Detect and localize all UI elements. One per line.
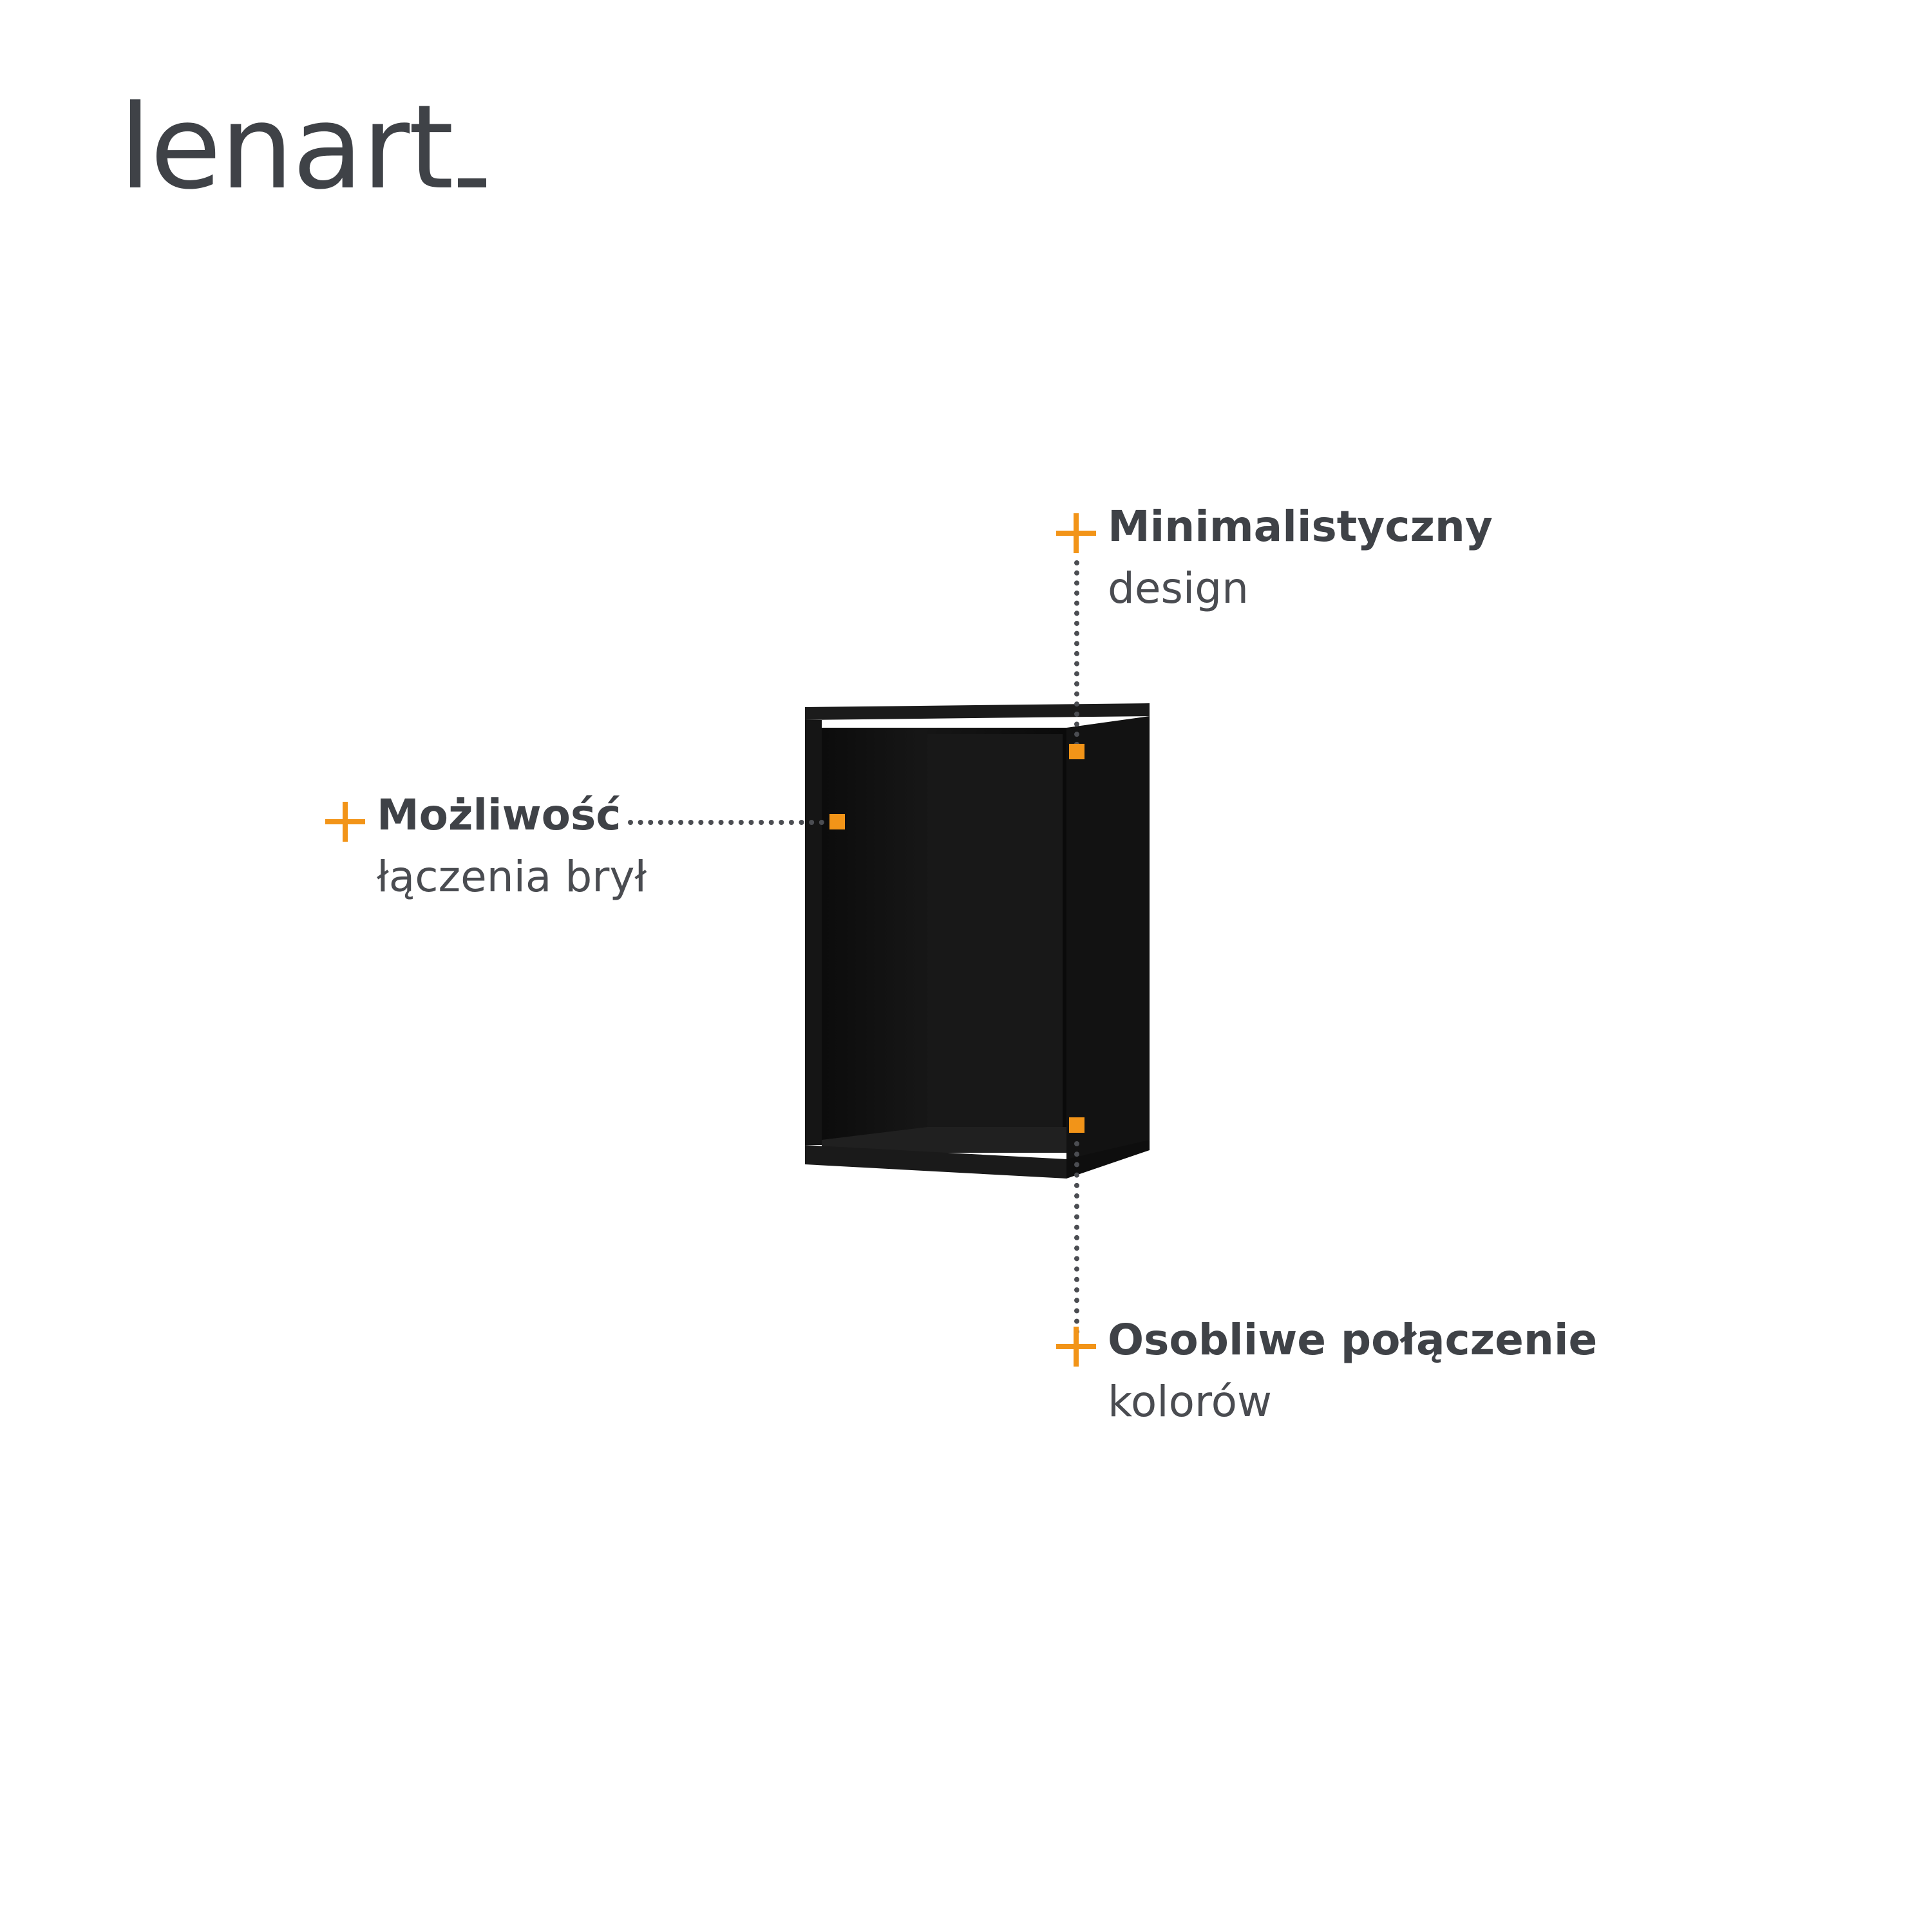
- cabinet-left-side: [805, 720, 822, 1145]
- leader-line: [1074, 1141, 1079, 1334]
- cabinet-bottom-edge: [1066, 1140, 1150, 1179]
- feature-combining: Możliwość łączenia brył: [377, 784, 647, 907]
- cabinet-illustration: [805, 703, 1150, 1179]
- feature-subtitle: design: [1108, 563, 1249, 613]
- brand-logo: lenart: [119, 90, 486, 206]
- cabinet-right-side: [1066, 716, 1150, 1179]
- leader-line: [628, 820, 824, 825]
- feature-title: Osobliwe połączenie: [1108, 1315, 1598, 1365]
- cabinet-back-panel: [927, 734, 1063, 1127]
- plus-icon: [325, 802, 365, 842]
- cabinet-bottom-panel: [805, 1145, 1066, 1179]
- logo-underscore: [457, 178, 486, 187]
- brand-logo-text: lenart: [119, 80, 454, 215]
- marker-square: [1069, 744, 1084, 759]
- marker-square: [1069, 1117, 1084, 1133]
- feature-title: Możliwość: [377, 790, 621, 840]
- feature-title: Minimalistyczny: [1108, 502, 1493, 551]
- marker-square: [829, 814, 845, 829]
- leader-line: [1074, 560, 1079, 747]
- feature-colors: Osobliwe połączenie kolorów: [1108, 1309, 1597, 1432]
- cabinet-top-panel: [805, 703, 1150, 720]
- feature-subtitle: kolorów: [1108, 1376, 1273, 1426]
- feature-subtitle: łączenia brył: [377, 851, 647, 902]
- plus-icon: [1056, 513, 1096, 553]
- plus-icon: [1056, 1327, 1096, 1367]
- cabinet-bottom-shelf: [822, 1127, 1069, 1153]
- feature-minimalist: Minimalistyczny design: [1108, 496, 1493, 619]
